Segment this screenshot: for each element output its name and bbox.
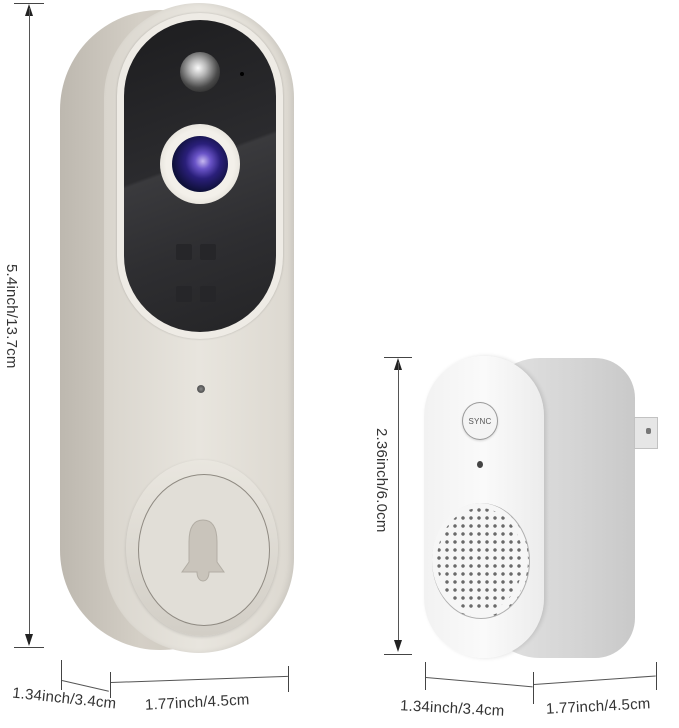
bell-icon [181,519,225,582]
doorbell-width-right-tick [288,666,289,692]
doorbell-depth-left-tick [61,660,62,690]
chime-height-top-tick [384,357,412,358]
chime-width-label: 1.77inch/4.5cm [545,695,651,718]
doorbell-width-label: 1.77inch/4.5cm [144,691,250,714]
doorbell-width-line [110,675,288,683]
chime-depth-right-tick [533,672,534,704]
doorbell-depth-right-tick [110,672,111,698]
camera-lens-icon [172,136,228,192]
doorbell-height-top-tick [14,3,44,4]
ir-led-icon [176,244,192,260]
chime-depth-line [425,677,533,688]
ac-plug-hole [646,428,651,434]
chime-height-arrow-bottom [394,640,402,652]
sync-button[interactable]: SYNC [462,402,498,440]
speaker-grille-icon [432,503,530,619]
doorbell-height-bottom-tick [14,647,44,648]
chime-height-line [398,362,399,648]
pir-sensor-icon [180,52,220,92]
ir-led-icon [176,286,192,302]
chime-height-bottom-tick [384,654,412,655]
chime-depth-left-tick [425,662,426,690]
chime-width-right-tick [656,662,657,690]
chime-status-led-icon [477,461,483,468]
ir-led-icon [200,286,216,302]
chime-depth-label: 1.34inch/3.4cm [399,697,505,720]
speaker-grille-rim [432,503,528,617]
ir-led-icon [200,244,216,260]
microphone-icon [240,72,244,76]
doorbell-status-led-icon [197,385,205,393]
doorbell-height-line [29,8,30,644]
doorbell-height-label: 5.4inch/13.7cm [3,264,20,369]
sync-button-label: SYNC [468,416,492,426]
chime-width-line [533,675,656,685]
chime-height-label: 2.36inch/6.0cm [373,428,390,533]
doorbell-height-arrow-bottom [25,634,33,646]
